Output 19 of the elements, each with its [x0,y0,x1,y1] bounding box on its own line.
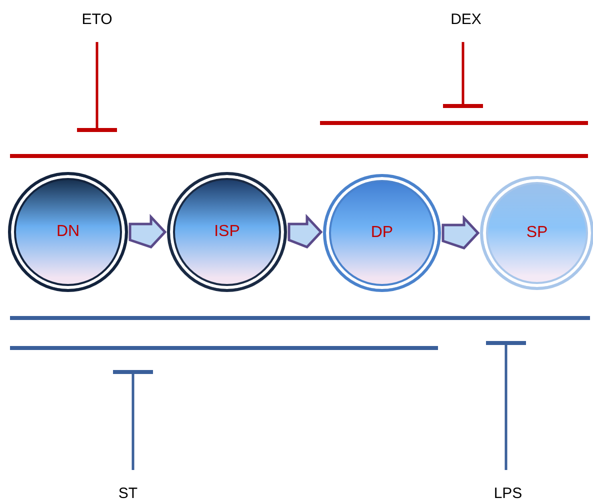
stage-label: DN [56,223,80,241]
inhibition-line [443,42,483,108]
block-arrow [128,214,167,248]
inhibition-line [113,370,153,470]
inhibited-stage-bar [10,316,590,320]
stage-label: ISP [214,223,240,241]
agent-label: ETO [82,10,112,28]
inhibited-stage-bar [10,154,588,158]
agent-label: LPS [494,484,522,502]
inhibited-stage-bar [320,121,588,125]
agent-label: DEX [450,10,482,28]
inhibited-stage-bar [10,346,438,350]
block-arrow [288,214,323,248]
inhibition-line [486,341,526,470]
agent-label: ST [118,484,138,502]
block-arrow [442,214,480,250]
stage-label: DP [370,224,394,242]
inhibition-line [77,42,117,132]
stage-label: SP [526,224,548,242]
